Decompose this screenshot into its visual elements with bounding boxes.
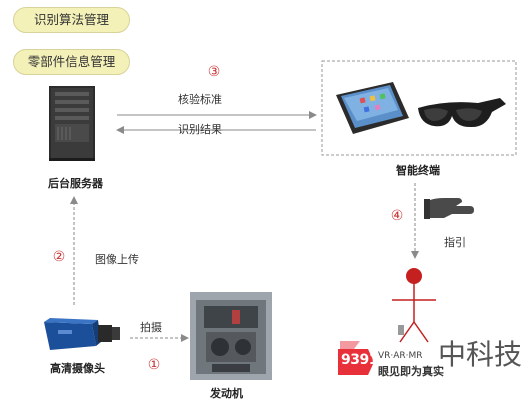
- server-label: 后台服务器: [48, 177, 103, 190]
- engine-photo: [190, 292, 272, 380]
- watermark-logo: [338, 341, 374, 375]
- tablet-icon: [336, 82, 409, 134]
- step-4-marker: ④: [390, 208, 404, 224]
- algorithm-management-pill: 识别算法管理: [13, 7, 130, 33]
- server-icon: [49, 86, 95, 161]
- pointing-hand-icon: [424, 198, 474, 219]
- verify-standard-label: 核验标准: [178, 93, 222, 106]
- glasses-icon: [418, 98, 506, 128]
- watermark-brand: 中科技: [438, 338, 523, 371]
- terminal-label: 智能终端: [396, 164, 440, 177]
- camera-icon: [44, 318, 120, 350]
- step-1-marker: ①: [147, 357, 161, 373]
- camera-label: 高清摄像头: [50, 362, 105, 375]
- shoot-label: 拍摄: [140, 321, 162, 334]
- image-upload-label: 图像上传: [95, 253, 139, 266]
- parts-info-management-pill: 零部件信息管理: [13, 49, 130, 75]
- step-2-marker: ②: [52, 249, 66, 265]
- engine-label: 发动机: [210, 387, 243, 400]
- recognition-result-label: 识别结果: [178, 123, 222, 136]
- watermark-slogan: 眼见即为真实: [378, 365, 444, 378]
- guide-label: 指引: [444, 236, 466, 249]
- terminal-frame: [321, 60, 517, 156]
- person-icon: [392, 268, 436, 343]
- step-3-marker: ③: [207, 64, 221, 80]
- watermark-top-text: VR·AR·MR: [378, 351, 423, 361]
- watermark-badge: 93913: [341, 352, 388, 368]
